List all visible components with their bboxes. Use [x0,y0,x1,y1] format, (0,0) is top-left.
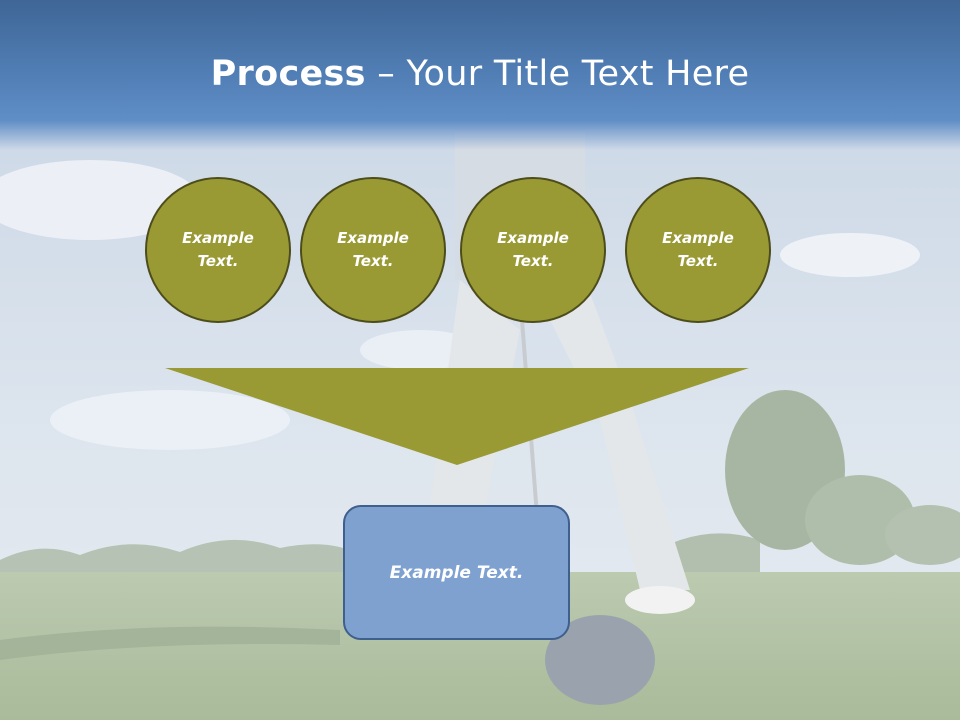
step-circle-2: Example Text. [300,177,446,323]
result-box: Example Text. [343,505,570,640]
result-box-label: Example Text. [389,562,524,583]
title-band [0,0,960,150]
step-circle-label: Example Text. [182,229,254,270]
slide-title: Process – Your Title Text Here [0,52,960,96]
slide-title-bold: Process [210,54,366,94]
funnel-arrow [165,368,749,465]
step-circle-label: Example Text. [337,229,409,270]
step-circle-3: Example Text. [460,177,606,323]
step-circle-label: Example Text. [497,229,569,270]
slide-title-rest: – Your Title Text Here [365,54,750,94]
step-circle-4: Example Text. [625,177,771,323]
step-circle-1: Example Text. [145,177,291,323]
step-circle-label: Example Text. [662,229,734,270]
